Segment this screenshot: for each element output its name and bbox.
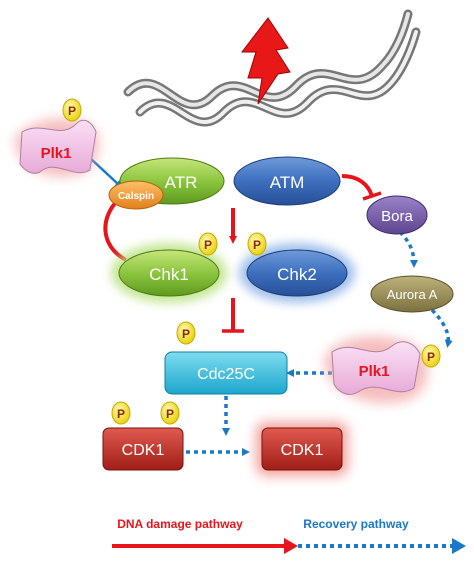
- phospho-badge-cdk1-b: P: [160, 401, 180, 425]
- cdk1-active-node: CDK1: [256, 422, 348, 476]
- svg-text:P: P: [166, 407, 174, 421]
- cdk1-phosphorylated-label: CDK1: [122, 442, 165, 459]
- aurora-a-label: Aurora A: [387, 287, 438, 302]
- legend: DNA damage pathway Recovery pathway: [112, 517, 466, 554]
- svg-text:P: P: [253, 238, 261, 252]
- chk2-label: Chk2: [277, 265, 317, 284]
- chk1-label: Chk1: [149, 265, 189, 284]
- phospho-badge-plk1-right: P: [421, 344, 441, 368]
- legend-damage-label: DNA damage pathway: [117, 517, 243, 531]
- phospho-badge-cdc25c: P: [176, 321, 196, 345]
- chk1-node: Chk1: [111, 243, 227, 303]
- legend-recovery-arrowhead: [452, 538, 466, 554]
- plk1-top-node: Plk1: [14, 118, 99, 177]
- legend-recovery-label: Recovery pathway: [303, 517, 409, 531]
- phospho-badge-chk1: P: [198, 232, 218, 256]
- phospho-badge-chk2: P: [247, 232, 267, 256]
- svg-text:P: P: [204, 238, 212, 252]
- legend-damage-arrowhead: [284, 538, 298, 554]
- calspin-node: Calspin: [108, 180, 164, 210]
- dna-damage-lightning-icon: [240, 17, 291, 105]
- calspin-label: Calspin: [118, 191, 154, 202]
- phospho-badge-cdk1-a: P: [111, 401, 131, 425]
- atm-node: ATM: [233, 156, 341, 206]
- cdk1-active-label: CDK1: [281, 442, 324, 459]
- atm-label: ATM: [270, 173, 305, 192]
- cdc25c-label: Cdc25C: [197, 366, 255, 383]
- edge-chk1-to-atr: [103, 197, 128, 262]
- edge-bora-aurora: [398, 230, 418, 268]
- cdc25c-node: Cdc25C: [164, 351, 288, 395]
- chk2-node: Chk2: [239, 243, 355, 303]
- svg-text:P: P: [182, 327, 190, 341]
- inhibit-edge-plk1-atr: [89, 157, 119, 185]
- atr-label: ATR: [165, 173, 198, 192]
- svg-text:P: P: [117, 407, 125, 421]
- inhibit-edge-atm-bora: [341, 174, 374, 197]
- bora-node: Bora: [366, 195, 428, 235]
- bora-label: Bora: [381, 208, 413, 225]
- phospho-badge-plk1-top: P: [62, 98, 82, 122]
- inhibit-edge-atm-bora-bar: [362, 191, 382, 201]
- plk1-right-label: Plk1: [359, 363, 390, 380]
- plk1-top-label: Plk1: [41, 145, 72, 162]
- cdk1-phosphorylated-node: CDK1: [102, 427, 184, 471]
- dna-helix-icon: [123, 9, 421, 127]
- plk1-right-node: Plk1: [324, 336, 428, 404]
- aurora-a-node: Aurora A: [370, 275, 454, 313]
- edge-aurora-plk1: [430, 308, 453, 348]
- svg-text:P: P: [68, 104, 76, 118]
- svg-text:P: P: [427, 350, 435, 364]
